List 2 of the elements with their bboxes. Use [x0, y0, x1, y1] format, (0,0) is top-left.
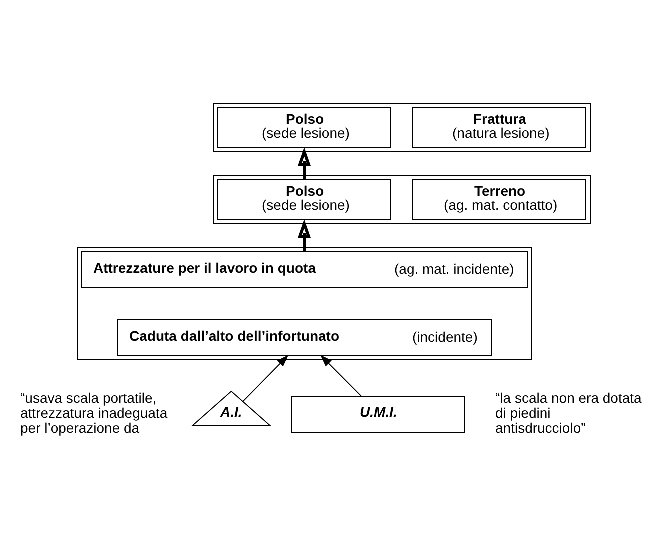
node-label: “la scala non era dotata di piedini antisdrucciolo” [496, 390, 642, 436]
node-label: “usava scala portatile, attrezzatura inadeguata per l’operazione da [20, 390, 168, 436]
